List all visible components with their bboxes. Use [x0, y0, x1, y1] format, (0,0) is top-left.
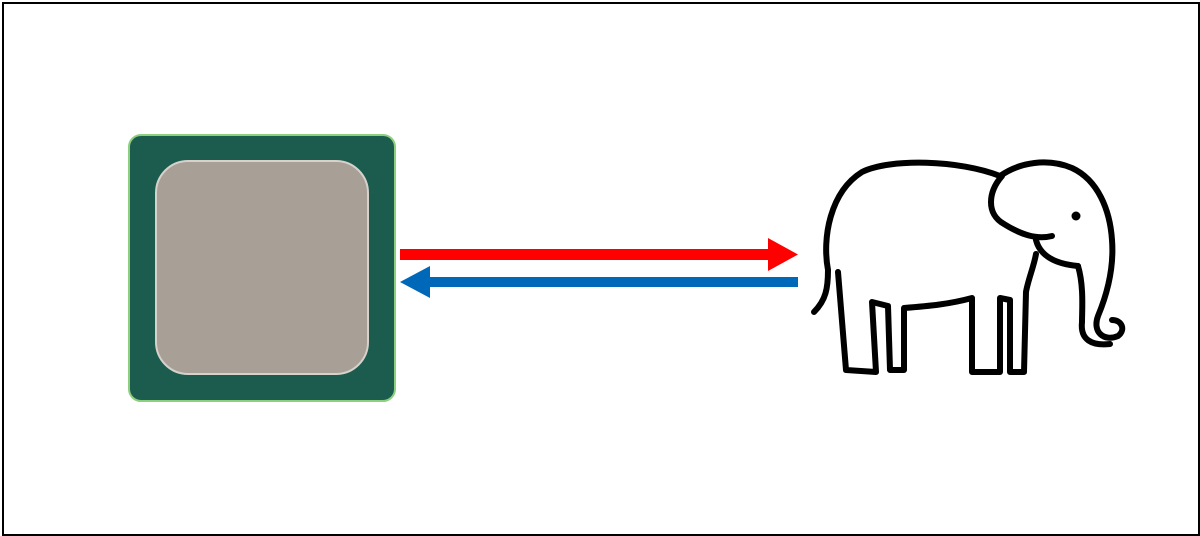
cpu-chip-icon [128, 134, 396, 402]
elephant-ear [988, 173, 1055, 241]
arrow-head-blue [400, 266, 430, 298]
arrow-shaft-blue [428, 277, 798, 287]
elephant-legs-belly [835, 251, 1039, 375]
arrow-head-red [768, 238, 798, 271]
arrow-chip-to-elephant [400, 238, 798, 271]
arrow-elephant-to-chip [400, 266, 798, 298]
chip-die [155, 160, 369, 375]
arrow-shaft-red [400, 249, 770, 260]
elephant-trunk [1075, 263, 1113, 348]
elephant-body-outline [811, 159, 1126, 341]
elephant-eye [1071, 211, 1081, 221]
elephant-jaw [1033, 237, 1081, 269]
elephant-icon [811, 159, 1126, 375]
